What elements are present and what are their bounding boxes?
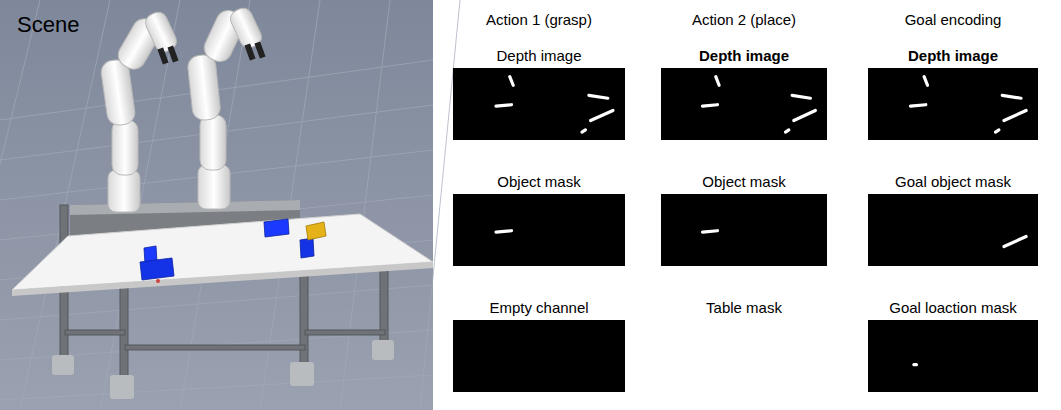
panel-caption: Object mask: [661, 173, 827, 191]
panel-caption: Depth image: [453, 47, 625, 65]
image-panel: [661, 320, 827, 392]
column-header: Action 1 (grasp): [443, 11, 635, 29]
column-header: Action 2 (place): [651, 11, 837, 29]
image-panel: Depth image: [661, 68, 827, 140]
panel-caption: Goal loaction mask: [868, 299, 1038, 317]
panel-caption: Empty channel: [453, 299, 625, 317]
image-panel: [868, 320, 1038, 392]
panel-caption: Goal object mask: [868, 173, 1038, 191]
image-panel: Object mask: [453, 194, 625, 266]
scene-render: [0, 0, 460, 410]
panel-caption: Depth image: [868, 47, 1038, 65]
column-header: Goal encoding: [858, 11, 1048, 29]
scene-title: Scene: [17, 12, 79, 38]
image-panel: [868, 68, 1038, 140]
image-panel: Goal object mask: [868, 194, 1038, 266]
panel-caption: Object mask: [453, 173, 625, 191]
scene-panel: Scene: [0, 0, 433, 410]
image-panels: [453, 68, 1038, 392]
image-panel: Object mask: [661, 194, 827, 266]
image-panel: [453, 194, 625, 266]
image-panel: Table mask: [661, 320, 827, 392]
panel-caption: Depth image: [661, 47, 827, 65]
image-panel: Depth image: [868, 68, 1038, 140]
image-panel: [868, 194, 1038, 266]
image-panel: [661, 68, 827, 140]
image-panel: Depth image: [453, 68, 625, 140]
image-panel: [661, 194, 827, 266]
image-panel: [453, 320, 625, 392]
image-panel: Empty channel: [453, 320, 625, 392]
image-panel: [453, 68, 625, 140]
image-panel: Goal loaction mask: [868, 320, 1038, 392]
panel-caption: Table mask: [661, 299, 827, 317]
